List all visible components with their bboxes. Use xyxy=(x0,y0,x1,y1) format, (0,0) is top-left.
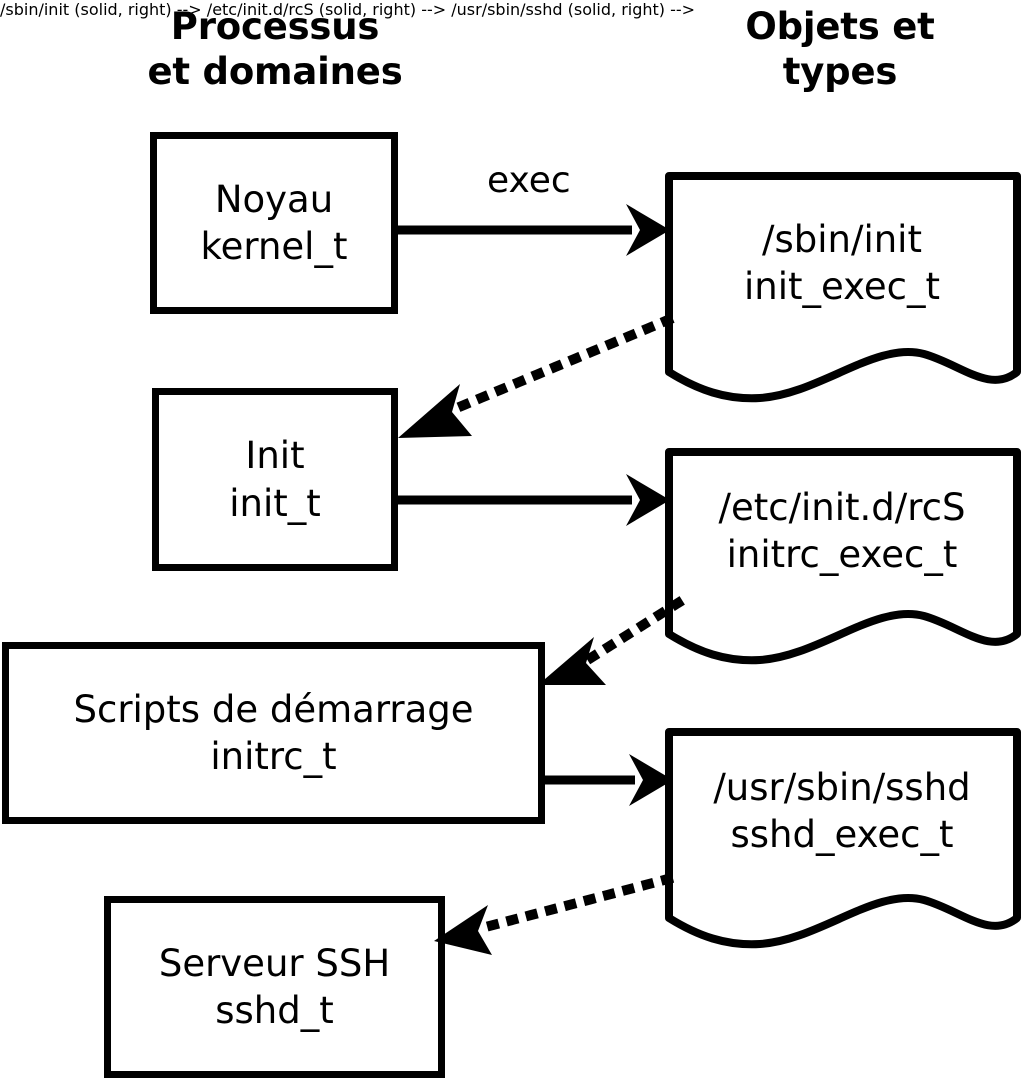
edge-label-exec: exec xyxy=(487,160,571,201)
node-sshd-exec[interactable]: /usr/sbin/sshd sshd_exec_t xyxy=(660,722,1024,958)
node-init-label: Init init_t xyxy=(229,434,321,525)
node-initrc-label: Scripts de démarrage initrc_t xyxy=(73,687,474,778)
edge-initrc-exec-to-initrc xyxy=(530,585,690,700)
edge-sshd-exec-to-sshd xyxy=(430,865,680,965)
node-sshd[interactable]: Serveur SSH sshd_t xyxy=(104,896,445,1078)
node-sshd-label: Serveur SSH sshd_t xyxy=(158,941,391,1032)
node-init[interactable]: Init init_t xyxy=(152,388,398,571)
edge-init-to-initrc-exec xyxy=(392,470,682,540)
node-kernel[interactable]: Noyau kernel_t xyxy=(150,132,398,314)
node-initrc[interactable]: Scripts de démarrage initrc_t xyxy=(2,642,545,824)
edge-initrc-to-sshd-exec xyxy=(540,750,685,820)
node-initrc-exec[interactable]: /etc/init.d/rcS initrc_exec_t xyxy=(660,442,1024,674)
column-header-objects: Objets et types xyxy=(745,5,935,94)
node-kernel-label: Noyau kernel_t xyxy=(200,177,348,268)
node-init-exec[interactable]: /sbin/init init_exec_t xyxy=(660,166,1024,411)
edge-kernel-to-init-exec xyxy=(392,200,682,280)
edge-init-exec-to-init xyxy=(390,300,680,450)
column-header-processes: Processus et domaines xyxy=(147,5,403,94)
